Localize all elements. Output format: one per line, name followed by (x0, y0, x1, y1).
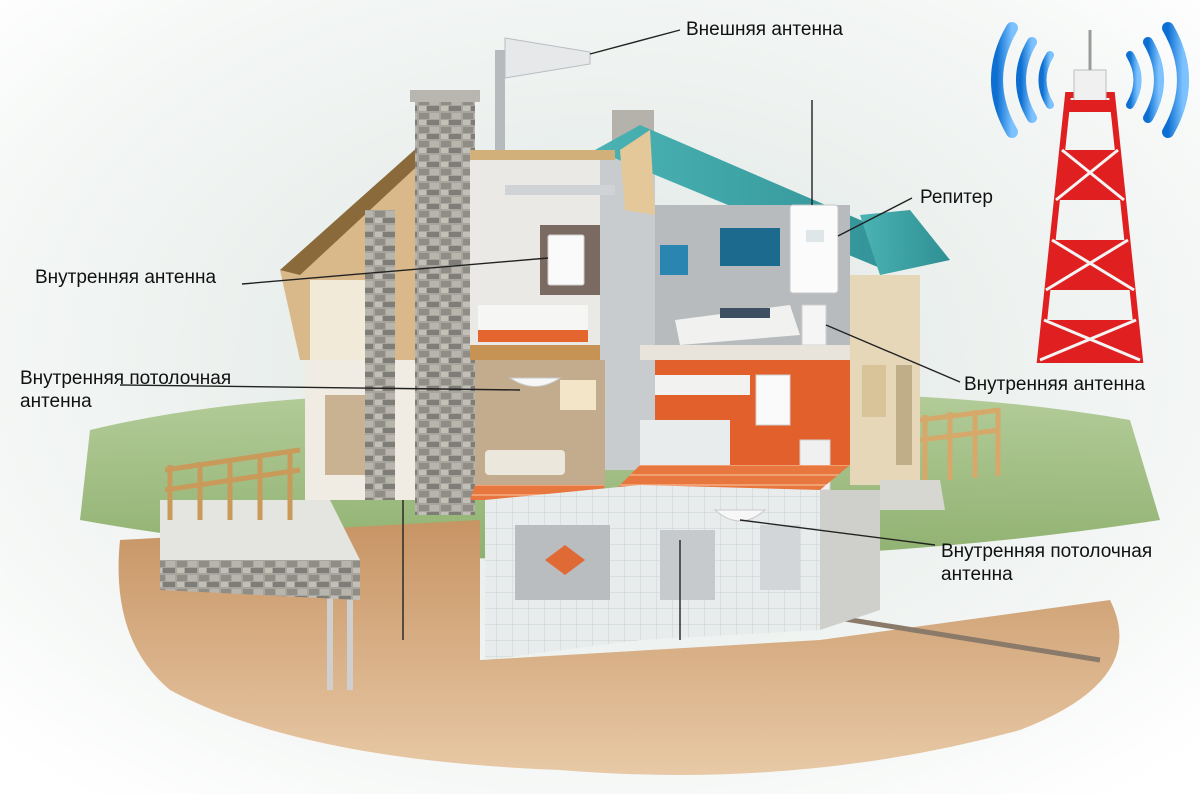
bedroom-painting (720, 228, 780, 266)
bathroom-accent (478, 330, 588, 342)
stone-pillar (365, 210, 395, 500)
foundation-wall (820, 490, 880, 630)
kitchen-upper-cabinets (655, 375, 750, 395)
label-ceiling-antenna-right-line2: антенна (941, 563, 1152, 586)
chimney-cap (410, 90, 480, 102)
antenna-mast (495, 50, 505, 150)
right-wing-window (862, 365, 886, 417)
label-repeater: Репитер (920, 186, 993, 209)
label-external-antenna: Внешняя антенна (686, 18, 843, 41)
label-ceiling-antenna-left-line1: Внутренняя потолочная (20, 367, 231, 390)
boiler (660, 530, 715, 600)
label-ceiling-antenna-left: Внутренняя потолочная антенна (20, 367, 231, 413)
kitchen-counter (640, 420, 730, 465)
indoor-panel-antenna-left (548, 235, 584, 285)
bed-pillows (720, 308, 770, 318)
window-upper-left (310, 280, 370, 360)
sofa (485, 450, 565, 475)
repeater-device (790, 205, 838, 293)
window-ground-left (325, 395, 370, 475)
attic-ceiling-beam (470, 150, 615, 160)
repeater-display (806, 230, 824, 242)
right-wing-door (896, 365, 912, 465)
label-ceiling-antenna-right: Внутренняя потолочная антенна (941, 540, 1152, 586)
electrical-cabinet (760, 525, 800, 590)
stone-chimney (415, 95, 475, 515)
entry-steps (880, 480, 945, 510)
kitchen-panel-antenna (756, 375, 790, 425)
indoor-panel-antenna-right (802, 305, 826, 345)
living-room-picture (560, 380, 596, 410)
label-ceiling-antenna-left-line2: антенна (20, 390, 231, 413)
attic-floor (470, 345, 615, 360)
label-ceiling-antenna-right-line1: Внутренняя потолочная (941, 540, 1152, 563)
label-indoor-antenna-right: Внутренняя антенна (964, 373, 1145, 396)
second-floor-slab (640, 345, 850, 360)
ventilation-duct (505, 185, 615, 195)
label-indoor-antenna-left: Внутренняя антенна (35, 266, 216, 289)
small-painting (660, 245, 688, 275)
